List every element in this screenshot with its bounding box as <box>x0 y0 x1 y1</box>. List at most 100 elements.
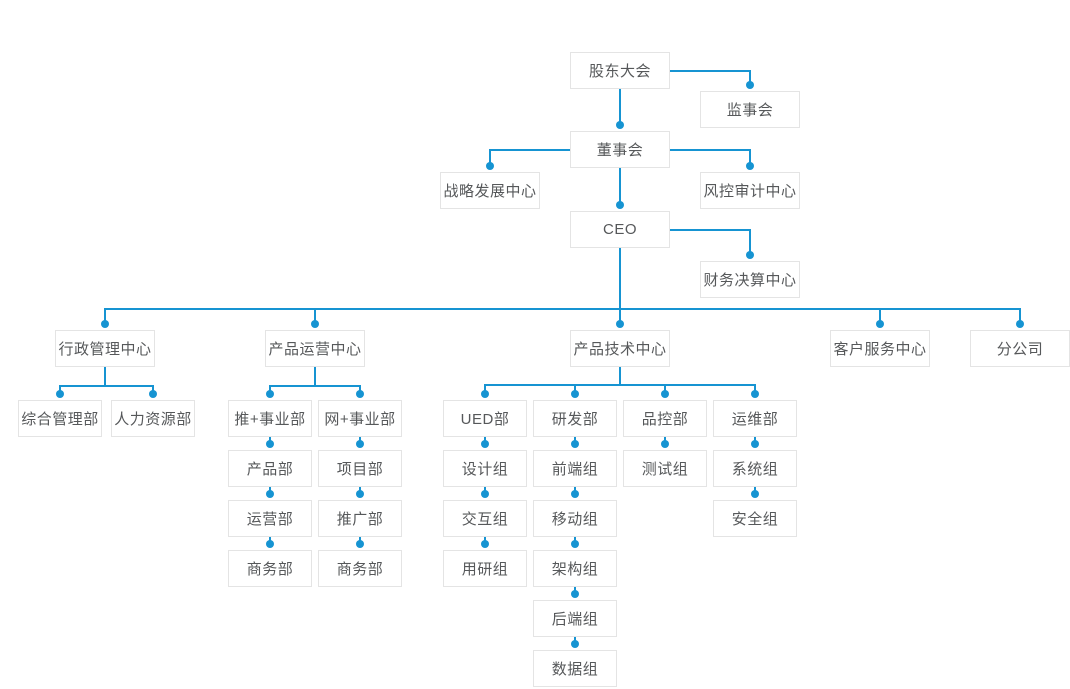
connector-dot <box>481 390 489 398</box>
connector-line <box>104 367 106 386</box>
org-node-fengongsi: 分公司 <box>970 330 1070 367</box>
connector-line <box>669 228 751 231</box>
org-node-qianduan: 前端组 <box>533 450 617 487</box>
connector-dot <box>481 490 489 498</box>
org-node-jiagou: 架构组 <box>533 550 617 587</box>
connector-dot <box>356 390 364 398</box>
connector-line <box>104 308 1021 310</box>
org-node-dongshi: 董事会 <box>570 131 670 168</box>
connector-dot <box>571 490 579 498</box>
org-node-anquan: 安全组 <box>713 500 797 537</box>
connector-dot <box>266 440 274 448</box>
connector-dot <box>356 540 364 548</box>
connector-dot <box>481 540 489 548</box>
org-node-xitong: 系统组 <box>713 450 797 487</box>
connector-line <box>484 384 756 386</box>
connector-line <box>664 385 666 394</box>
connector-dot <box>746 251 754 259</box>
org-node-shangwu_tui: 商务部 <box>228 550 312 587</box>
connector-dot <box>266 540 274 548</box>
connector-line <box>619 248 621 309</box>
org-node-caiwu: 财务决算中心 <box>700 261 800 298</box>
connector-dot <box>751 390 759 398</box>
connector-dot <box>746 81 754 89</box>
connector-line <box>669 69 751 72</box>
org-node-jishuzx: 产品技术中心 <box>570 330 670 367</box>
connector-line <box>879 309 881 324</box>
connector-dot <box>266 490 274 498</box>
connector-line <box>314 309 316 324</box>
org-node-fengkong: 风控审计中心 <box>700 172 800 209</box>
org-node-pinkong: 品控部 <box>623 400 707 437</box>
connector-dot <box>571 390 579 398</box>
connector-dot <box>149 390 157 398</box>
org-node-houduan: 后端组 <box>533 600 617 637</box>
connector-dot <box>571 440 579 448</box>
connector-line <box>269 385 361 387</box>
connector-dot <box>356 490 364 498</box>
org-node-yongyan: 用研组 <box>443 550 527 587</box>
connector-dot <box>356 440 364 448</box>
connector-dot <box>101 320 109 328</box>
org-node-tuibu: 推+事业部 <box>228 400 312 437</box>
connector-dot <box>571 540 579 548</box>
connector-line <box>619 309 621 324</box>
org-node-kefu: 客户服务中心 <box>830 330 930 367</box>
org-node-yunyingbu: 运营部 <box>228 500 312 537</box>
org-node-jiaohu: 交互组 <box>443 500 527 537</box>
connector-dot <box>481 440 489 448</box>
connector-dot <box>746 162 754 170</box>
org-node-renli: 人力资源部 <box>111 400 195 437</box>
org-node-yanfa: 研发部 <box>533 400 617 437</box>
connector-line <box>484 385 486 394</box>
connector-line <box>104 309 106 324</box>
org-node-xiangmu: 项目部 <box>318 450 402 487</box>
connector-line <box>619 168 621 205</box>
connector-dot <box>1016 320 1024 328</box>
org-node-gudong: 股东大会 <box>570 52 670 89</box>
org-node-ceo: CEO <box>570 211 670 248</box>
connector-line <box>619 89 621 125</box>
org-node-wangbu: 网+事业部 <box>318 400 402 437</box>
connector-dot <box>751 490 759 498</box>
connector-line <box>669 148 751 151</box>
org-node-sheji: 设计组 <box>443 450 527 487</box>
org-node-zonghe: 综合管理部 <box>18 400 102 437</box>
connector-line <box>749 70 751 85</box>
connector-line <box>314 367 316 386</box>
connector-dot <box>266 390 274 398</box>
connector-dot <box>661 440 669 448</box>
connector-line <box>59 385 154 387</box>
connector-dot <box>311 320 319 328</box>
connector-line <box>489 148 571 151</box>
connector-line <box>749 149 751 166</box>
connector-line <box>619 367 621 385</box>
connector-dot <box>571 590 579 598</box>
connector-dot <box>486 162 494 170</box>
org-node-zhanlue: 战略发展中心 <box>440 172 540 209</box>
connector-dot <box>751 440 759 448</box>
org-node-yunyingzx: 产品运营中心 <box>265 330 365 367</box>
connector-line <box>574 385 576 394</box>
org-node-tuiguang: 推广部 <box>318 500 402 537</box>
org-node-ceshi: 测试组 <box>623 450 707 487</box>
connector-dot <box>616 121 624 129</box>
org-node-xingzheng: 行政管理中心 <box>55 330 155 367</box>
connector-dot <box>571 640 579 648</box>
connector-line <box>1019 309 1021 324</box>
connector-dot <box>876 320 884 328</box>
connector-line <box>749 229 751 255</box>
connector-dot <box>56 390 64 398</box>
org-node-chanpin: 产品部 <box>228 450 312 487</box>
org-node-yidong: 移动组 <box>533 500 617 537</box>
connector-dot <box>616 320 624 328</box>
org-node-jianshi: 监事会 <box>700 91 800 128</box>
connector-line <box>754 385 756 394</box>
org-node-yunwei: 运维部 <box>713 400 797 437</box>
connector-line <box>489 149 491 166</box>
connector-dot <box>616 201 624 209</box>
org-node-shuju: 数据组 <box>533 650 617 687</box>
org-node-ued: UED部 <box>443 400 527 437</box>
connector-dot <box>661 390 669 398</box>
